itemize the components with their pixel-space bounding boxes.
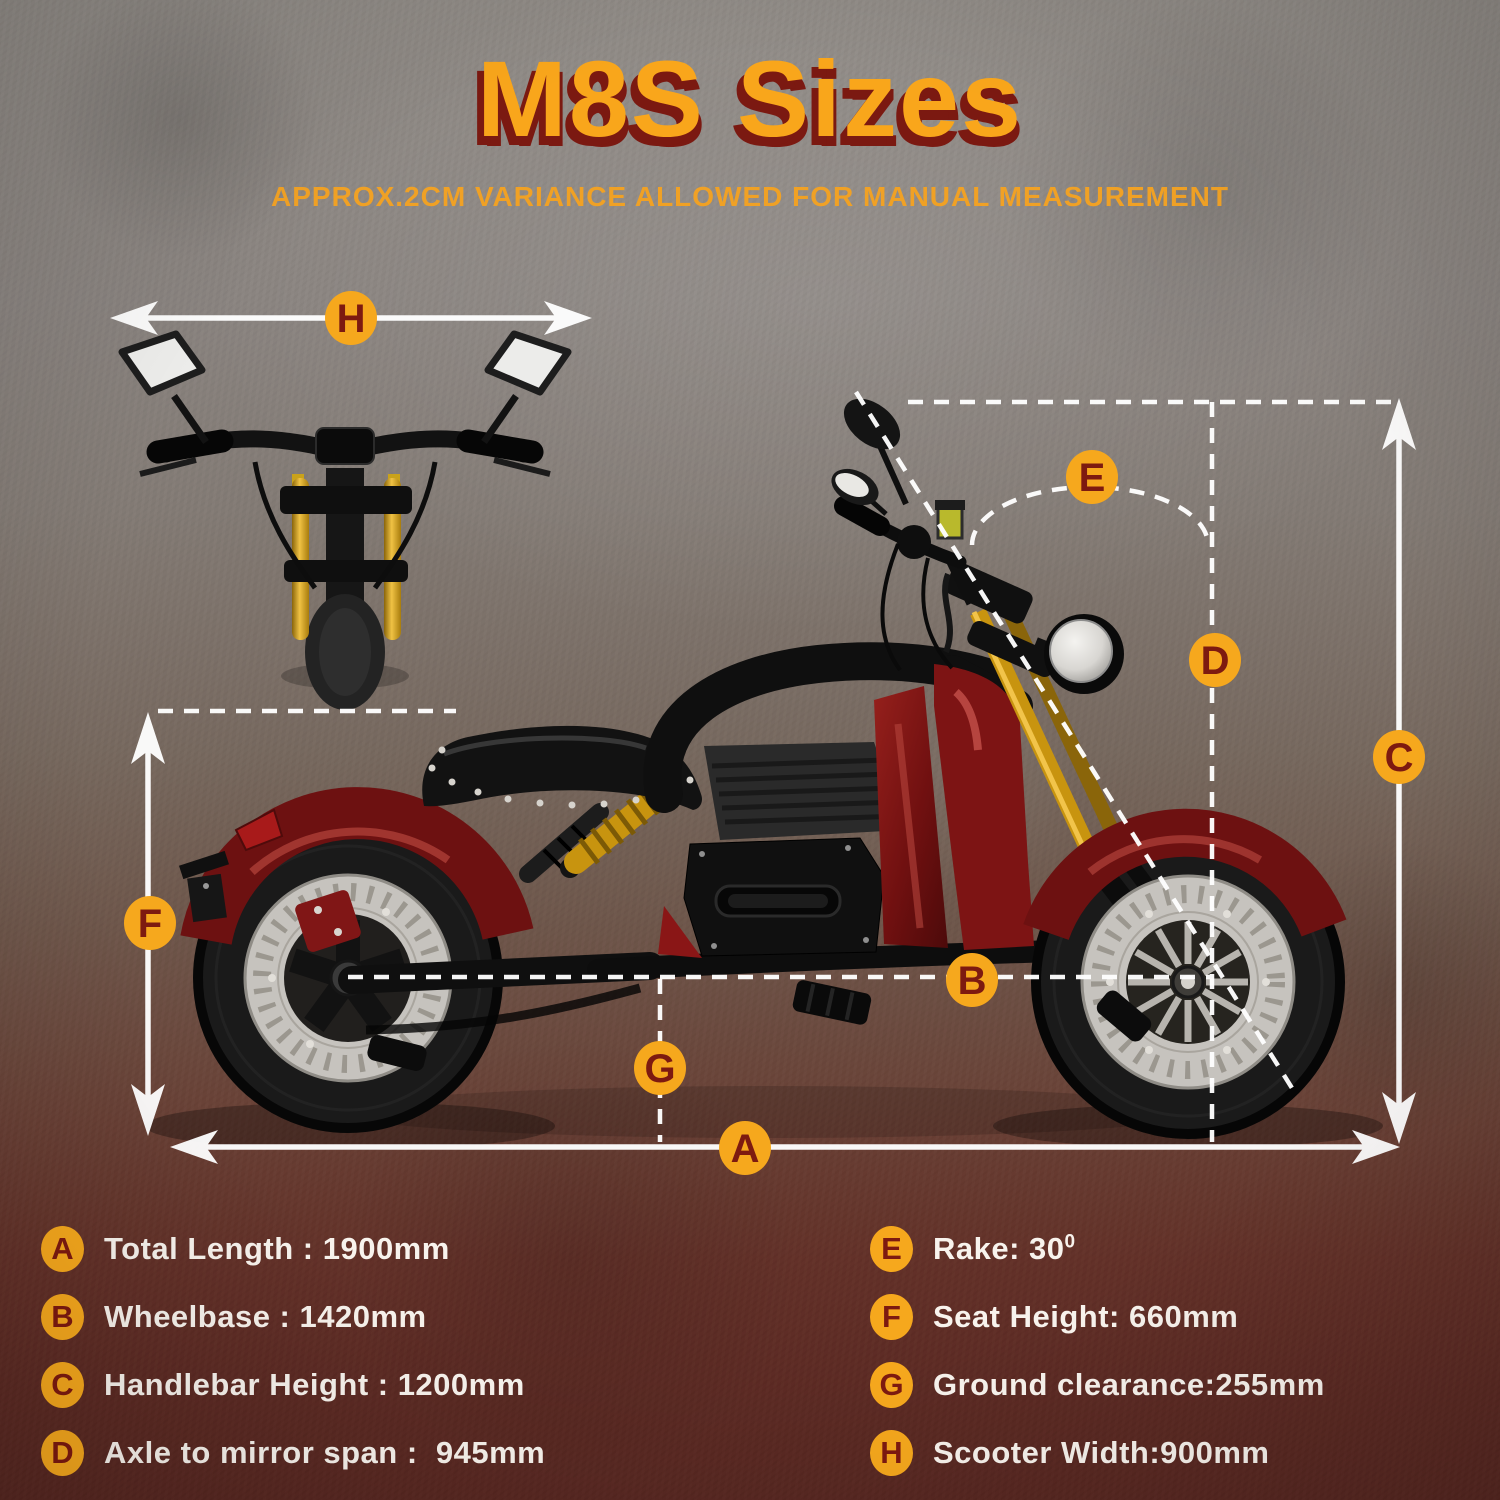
- badge-g-letter: G: [644, 1047, 675, 1091]
- mirror: [118, 330, 206, 396]
- legend-label: Seat Height: 660mm: [933, 1298, 1239, 1334]
- legend-label: Handlebar Height : 1200mm: [104, 1366, 525, 1402]
- front-brake-caliper: [1096, 990, 1152, 1042]
- footpeg: [792, 980, 872, 1025]
- badge-a: A: [719, 1121, 771, 1175]
- license-plate-bracket: [179, 850, 229, 923]
- drive-belt: [365, 983, 642, 1035]
- footboard-ribs: [711, 757, 901, 825]
- badge-b-letter: B: [958, 959, 987, 1003]
- front-wheel-rotor: [1080, 874, 1296, 1090]
- legend-item-axle-to-mirror: D Axle to mirror span : 945mm: [41, 1429, 546, 1476]
- legend-label: Wheelbase : 1420mm: [104, 1298, 427, 1334]
- legend-item-scooter-width: H Scooter Width:900mm: [870, 1429, 1325, 1476]
- diagram-badges: A B C D E F G H: [124, 291, 1425, 1175]
- badge-d: D: [1189, 633, 1241, 687]
- legend-item-total-length: A Total Length : 1900mm: [41, 1225, 545, 1272]
- badge-a-letter: A: [731, 1127, 760, 1171]
- badge-e-letter: E: [1079, 456, 1106, 500]
- grip: [834, 496, 890, 536]
- legend-badge: B: [41, 1293, 84, 1340]
- badge-c-letter: C: [1385, 736, 1414, 780]
- mid-body: [658, 686, 948, 958]
- rear-fender-bracket: [295, 890, 361, 952]
- front-fender: [1023, 808, 1347, 941]
- legend-column-right: E Rake: 300 F Seat Height: 660mm G Groun…: [870, 1225, 1325, 1476]
- legend-column-left: A Total Length : 1900mm B Wheelbase : 14…: [41, 1225, 546, 1476]
- legend-badge: C: [41, 1361, 84, 1408]
- badge-c: C: [1373, 730, 1425, 784]
- legend-item-seat-height: F Seat Height: 660mm: [870, 1293, 1325, 1340]
- legend-badge: H: [870, 1429, 913, 1476]
- headlight: [1034, 614, 1124, 694]
- legend-badge: F: [870, 1293, 913, 1340]
- steering-axis-line: [854, 390, 1294, 1090]
- badge-h: H: [325, 291, 377, 345]
- badge-f-letter: F: [138, 902, 162, 946]
- front-wheel-spokes: [1128, 922, 1248, 1042]
- legend-item-ground-clearance: G Ground clearance:255mm: [870, 1361, 1325, 1408]
- legend-item-handlebar-height: C Handlebar Height : 1200mm: [41, 1361, 545, 1408]
- legend-label: Total Length : 1900mm: [104, 1230, 450, 1266]
- badge-g: G: [634, 1041, 686, 1095]
- legend-label: Axle to mirror span : 945mm: [104, 1434, 546, 1470]
- scooter-front-view: [118, 330, 572, 710]
- badge-h-letter: H: [337, 297, 366, 341]
- grip: [146, 429, 234, 464]
- handlebar-controls: [831, 398, 982, 672]
- grip: [456, 429, 544, 464]
- page-title: M8S Sizes: [476, 38, 1024, 159]
- legend-label: Rake: 300: [933, 1230, 1076, 1266]
- scooter-side-view: [179, 398, 1347, 1139]
- arrow-a: [170, 1130, 1400, 1164]
- tail-light: [234, 808, 284, 852]
- legend-label: Scooter Width:900mm: [933, 1434, 1270, 1470]
- legend-badge: A: [41, 1225, 84, 1272]
- badge-b: B: [946, 953, 998, 1007]
- legend-badge: G: [870, 1361, 913, 1408]
- legend-item-rake: E Rake: 300: [870, 1225, 1325, 1272]
- seat-studs: [428, 746, 694, 809]
- brake-reservoir: [936, 504, 964, 540]
- rear-brake-caliper: [367, 1035, 427, 1071]
- rear-fender: [179, 787, 534, 946]
- mirror: [843, 398, 901, 450]
- badge-d-letter: D: [1201, 639, 1230, 683]
- legend-badge: D: [41, 1429, 84, 1476]
- page-subtitle: APPROX.2CM VARIANCE ALLOWED FOR MANUAL M…: [271, 181, 1229, 212]
- badge-f: F: [124, 896, 176, 950]
- display-cluster: [315, 427, 375, 465]
- legend-item-wheelbase: B Wheelbase : 1420mm: [41, 1293, 545, 1340]
- legend-label: Ground clearance:255mm: [933, 1366, 1325, 1402]
- horn: [897, 525, 931, 559]
- legend-badge: E: [870, 1225, 913, 1272]
- badge-e: E: [1066, 450, 1118, 504]
- steering-head-cover: [934, 664, 1034, 950]
- mirror: [484, 330, 572, 396]
- seat: [422, 725, 703, 810]
